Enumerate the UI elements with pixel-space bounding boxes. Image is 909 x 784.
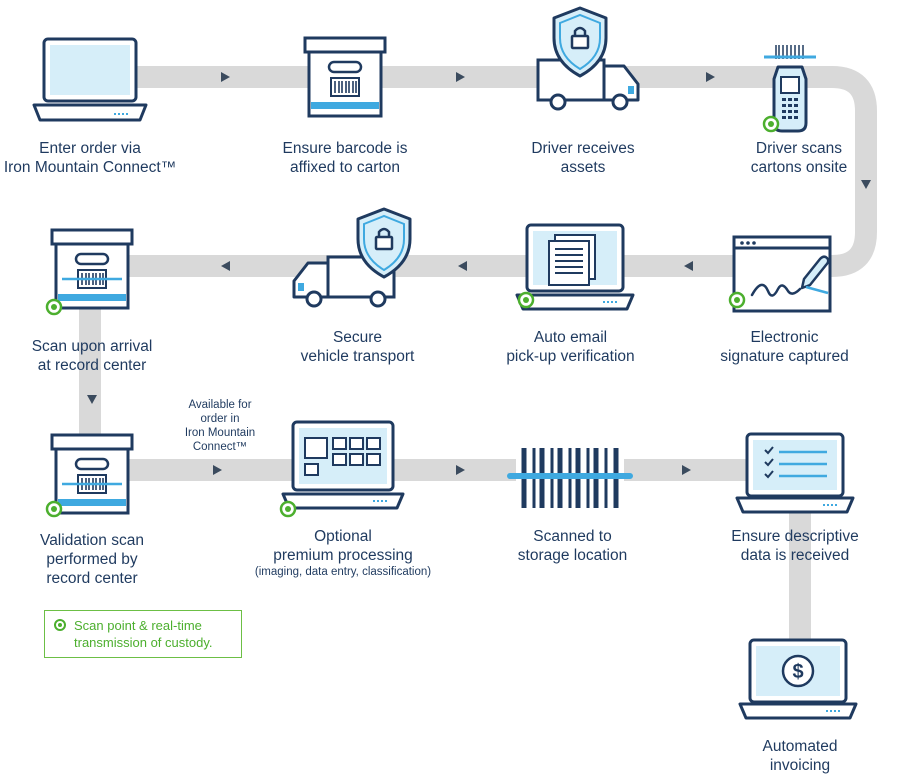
secure-truck-icon bbox=[292, 207, 412, 308]
scan-point-icon bbox=[54, 619, 66, 631]
scan-point-icon bbox=[762, 115, 780, 133]
scan-point-icon bbox=[45, 500, 63, 518]
scan-point-icon bbox=[279, 500, 297, 518]
barcode-icon bbox=[507, 444, 633, 512]
laptop-grid-icon bbox=[281, 420, 405, 510]
arrow-down bbox=[861, 180, 871, 189]
scan-point-icon bbox=[45, 298, 63, 316]
arrow-right bbox=[682, 465, 691, 475]
scan-point-icon bbox=[728, 291, 746, 309]
email-laptop-icon bbox=[515, 223, 635, 311]
scan-point-icon bbox=[517, 291, 535, 309]
arrow-right bbox=[213, 465, 222, 475]
barcode-box-icon bbox=[303, 36, 387, 118]
arrow-left bbox=[684, 261, 693, 271]
barcode-box-icon bbox=[50, 433, 134, 515]
svg-text:$: $ bbox=[792, 661, 803, 683]
arrow-left bbox=[458, 261, 467, 271]
arrow-right bbox=[456, 72, 465, 82]
signature-window-icon bbox=[732, 235, 832, 313]
handheld-scanner-icon bbox=[764, 45, 816, 133]
dollar-laptop-icon: $ bbox=[738, 638, 858, 720]
secure-truck-icon bbox=[536, 6, 640, 111]
flow-track bbox=[79, 66, 877, 640]
barcode-box-icon bbox=[50, 228, 134, 310]
flow-arrows bbox=[87, 72, 871, 475]
arrow-right bbox=[706, 72, 715, 82]
laptop-icon bbox=[32, 37, 148, 122]
arrow-down bbox=[87, 395, 97, 404]
arrow-right bbox=[456, 465, 465, 475]
arrow-left bbox=[221, 261, 230, 271]
arrow-right bbox=[221, 72, 230, 82]
checklist-laptop-icon bbox=[735, 432, 855, 514]
